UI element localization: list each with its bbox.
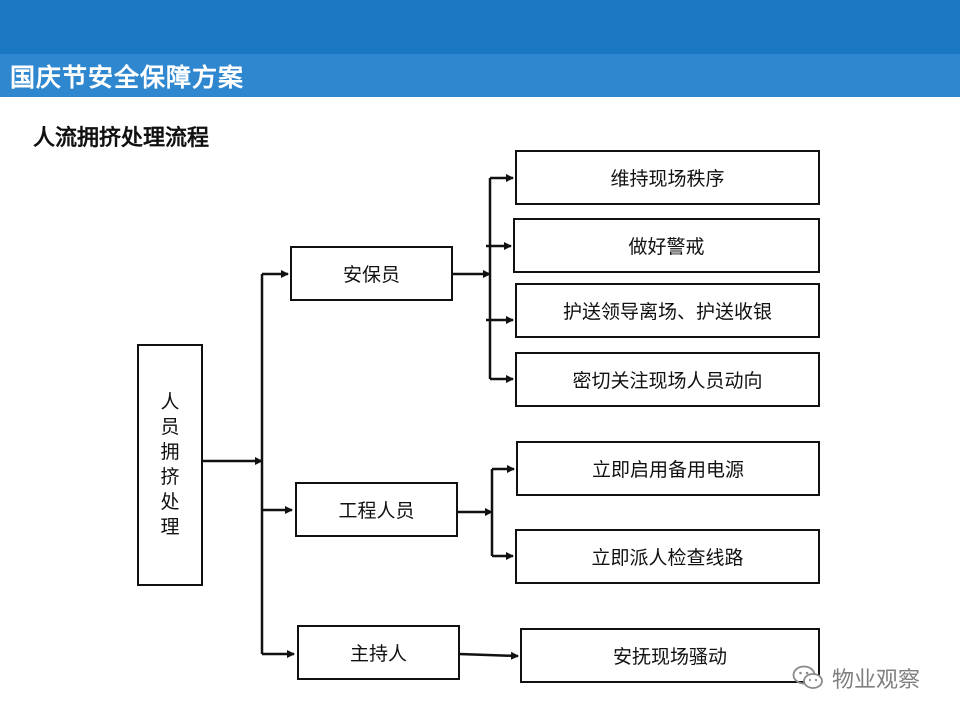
role-node-security: 安保员 (290, 246, 453, 301)
watermark: 物业观察 (792, 662, 920, 694)
role-node-host: 主持人 (297, 625, 460, 680)
action-node-escort: 护送领导离场、护送收银 (515, 283, 820, 338)
section-subtitle: 人流拥挤处理流程 (33, 126, 210, 151)
action-node-maintain-order: 维持现场秩序 (515, 150, 820, 205)
action-node-backup-power: 立即启用备用电源 (516, 441, 820, 496)
root-node-crowd-handling: 人 员 拥 挤 处 理 (137, 344, 203, 586)
wechat-icon (792, 665, 823, 689)
action-node-check-lines: 立即派人检查线路 (515, 529, 820, 584)
root-char: 挤 (160, 466, 180, 488)
header-title-strip (0, 54, 960, 97)
action-node-guard: 做好警戒 (513, 218, 820, 273)
action-node-monitor-crowd: 密切关注现场人员动向 (515, 352, 820, 407)
root-char: 理 (160, 516, 180, 538)
header-bar: 国庆节安全保障方案 (0, 0, 960, 97)
root-char: 拥 (160, 441, 180, 463)
page-title: 国庆节安全保障方案 (10, 63, 245, 92)
action-node-calm-crowd: 安抚现场骚动 (520, 628, 820, 683)
root-char: 员 (160, 416, 180, 438)
root-char: 人 (160, 391, 180, 413)
watermark-text: 物业观察 (832, 668, 921, 693)
role-node-engineering: 工程人员 (295, 482, 458, 537)
root-char: 处 (160, 491, 180, 513)
